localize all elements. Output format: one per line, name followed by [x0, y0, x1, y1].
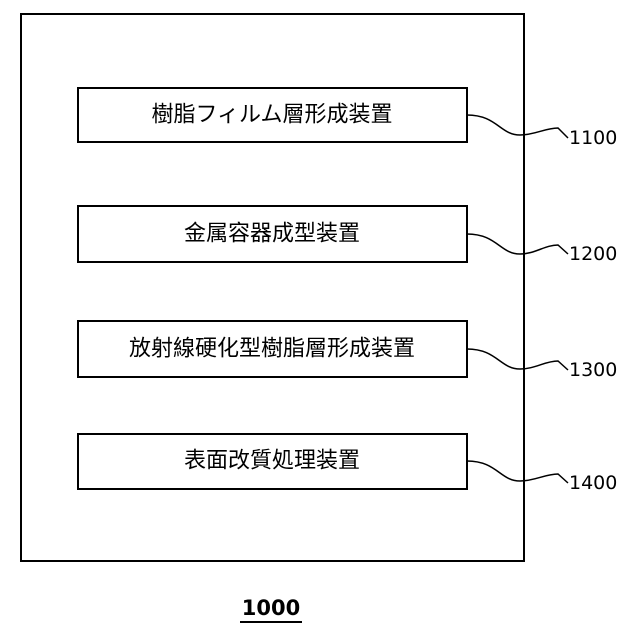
- leader-line: [467, 349, 568, 370]
- outer-system-frame: [21, 14, 524, 561]
- component-label: 放射線硬化型樹脂層形成装置: [129, 337, 415, 362]
- reference-numeral: 1200: [569, 243, 617, 265]
- leader-line: [467, 234, 568, 254]
- reference-numeral: 1300: [569, 359, 617, 381]
- figure-label: 1000: [242, 596, 300, 620]
- leader-line: [467, 115, 568, 138]
- component-label: 樹脂フィルム層形成装置: [151, 103, 392, 128]
- leader-line: [467, 461, 568, 483]
- component-label: 表面改質処理装置: [184, 449, 360, 474]
- component-block-1300: 放射線硬化型樹脂層形成装置 1300: [78, 321, 617, 381]
- component-block-1100: 樹脂フィルム層形成装置 1100: [78, 88, 617, 149]
- reference-numeral: 1100: [569, 127, 617, 149]
- component-block-1200: 金属容器成型装置 1200: [78, 206, 617, 265]
- reference-numeral: 1400: [569, 472, 617, 494]
- component-block-1400: 表面改質処理装置 1400: [78, 434, 617, 494]
- component-label: 金属容器成型装置: [184, 222, 360, 247]
